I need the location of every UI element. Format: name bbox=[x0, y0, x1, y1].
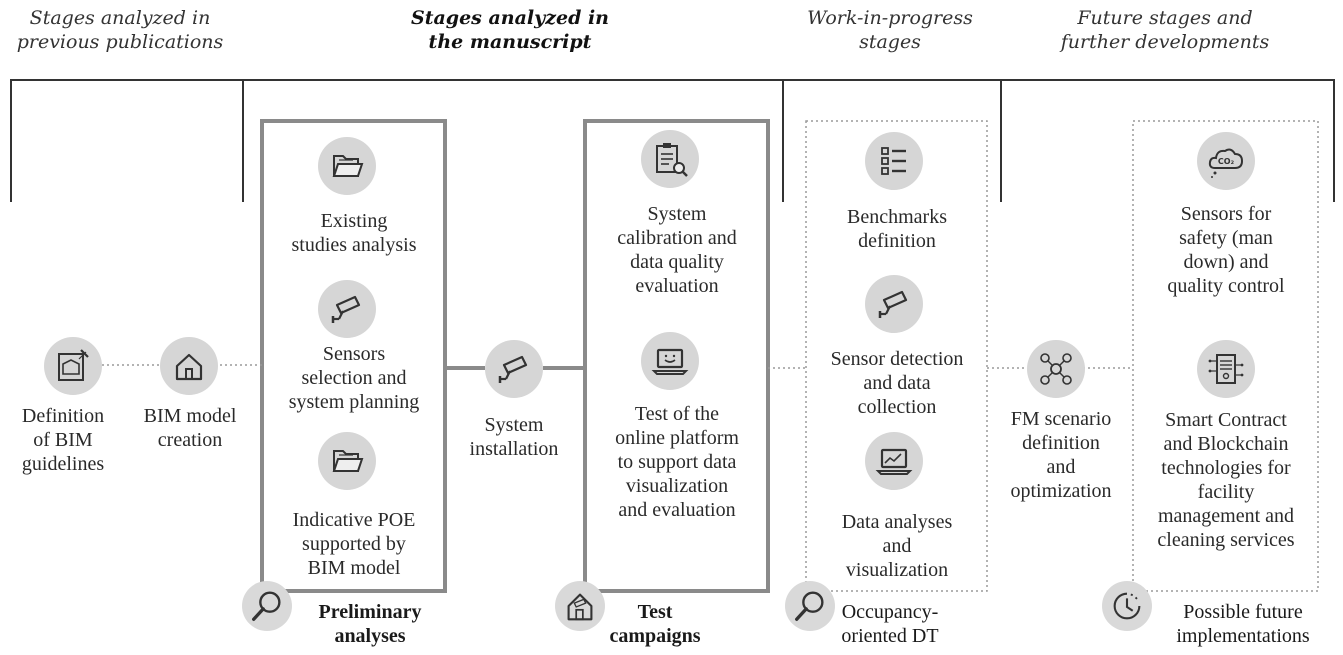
phase-possible-future-implementations: Possible future implementations bbox=[1176, 601, 1310, 647]
step-test-online-platform: Test of the online platform to support d… bbox=[615, 403, 739, 521]
folder-icon-2 bbox=[318, 432, 376, 490]
step-benchmarks-definition: Benchmarks definition bbox=[847, 206, 947, 252]
checklist-search-icon bbox=[641, 130, 699, 188]
network-people-icon bbox=[1027, 340, 1085, 398]
co2-cloud-icon: CO₂ bbox=[1197, 132, 1255, 190]
phase-preliminary-analyses: Preliminary analyses bbox=[318, 601, 422, 647]
installation-camera-icon bbox=[485, 340, 543, 398]
laptop-smile-icon bbox=[641, 332, 699, 390]
header-work-in-progress: Work-in-progress stages bbox=[807, 7, 973, 53]
step-system-calibration: System calibration and data quality eval… bbox=[617, 203, 737, 297]
step-fm-scenario: FM scenario definition and optimization bbox=[1010, 408, 1112, 502]
blockchain-document-icon bbox=[1197, 340, 1255, 398]
step-definition-bim-guidelines: Definition of BIM guidelines bbox=[21, 405, 105, 475]
header-future-stages: Future stages and further developments bbox=[1060, 7, 1270, 53]
step-bim-model-creation: BIM model creation bbox=[143, 405, 237, 451]
header-manuscript: Stages analyzed in the manuscript bbox=[411, 7, 609, 53]
folder-icon bbox=[318, 137, 376, 195]
preliminary-search-icon bbox=[242, 581, 292, 631]
list-icon bbox=[865, 132, 923, 190]
laptop-chart-icon bbox=[865, 432, 923, 490]
blueprint-icon bbox=[44, 337, 102, 395]
co2-label: CO₂ bbox=[1218, 157, 1235, 166]
phase-occupancy-oriented-dt: Occupancy- oriented DT bbox=[841, 601, 939, 647]
step-data-analyses: Data analyses and visualization bbox=[841, 511, 953, 581]
sensor-camera-icon bbox=[865, 275, 923, 333]
step-system-installation: System installation bbox=[469, 414, 559, 460]
camera-icon bbox=[318, 280, 376, 338]
step-sensors-selection: Sensors selection and system planning bbox=[288, 343, 420, 413]
house-icon bbox=[160, 337, 218, 395]
step-indicative-poe: Indicative POE supported by BIM model bbox=[292, 509, 416, 579]
future-clock-icon bbox=[1102, 581, 1152, 631]
phase-test-campaigns: Test campaigns bbox=[609, 601, 701, 647]
test-house-camera-icon bbox=[555, 581, 605, 631]
step-sensors-safety: Sensors for safety (man down) and qualit… bbox=[1167, 203, 1285, 297]
header-previous-publications: Stages analyzed in previous publications bbox=[16, 7, 224, 53]
step-existing-studies: Existing studies analysis bbox=[291, 210, 417, 256]
step-smart-contract: Smart Contract and Blockchain technologi… bbox=[1157, 409, 1295, 551]
step-sensor-detection: Sensor detection and data collection bbox=[830, 348, 964, 418]
occupancy-search-icon bbox=[785, 581, 835, 631]
